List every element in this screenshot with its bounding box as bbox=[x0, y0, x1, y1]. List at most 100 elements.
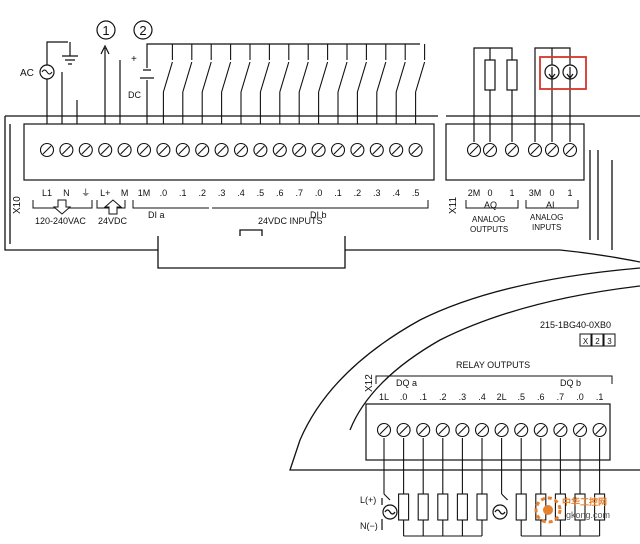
x11-terminal-label: 3M bbox=[529, 188, 542, 198]
relay-load bbox=[456, 438, 468, 536]
ac-label: AC bbox=[20, 68, 34, 79]
x10-terminal-label: .7 bbox=[295, 188, 303, 198]
x12-terminal-label: .6 bbox=[537, 392, 545, 402]
x10-terminal bbox=[330, 142, 346, 158]
slot-box bbox=[603, 333, 616, 347]
x12-terminal bbox=[553, 422, 568, 438]
x10-group-dib: DI b bbox=[310, 210, 327, 220]
analog-input-sources bbox=[534, 47, 578, 142]
x10-terminal-label: .2 bbox=[354, 188, 362, 198]
x12-group-dqb: DQ b bbox=[560, 378, 581, 388]
slot-box-label: 3 bbox=[607, 337, 612, 346]
x12-terminal bbox=[416, 422, 431, 438]
x12-terminal-block bbox=[365, 403, 611, 461]
x11-terminal-label: 0 bbox=[487, 188, 492, 198]
x12-group-dqa: DQ a bbox=[396, 378, 417, 388]
ac-source-symbol: AC bbox=[20, 64, 55, 80]
x12-terminal bbox=[474, 422, 490, 438]
plc-body-outline bbox=[4, 115, 640, 471]
x11-terminal bbox=[527, 142, 543, 158]
x11-group-brackets bbox=[465, 200, 579, 209]
x10-terminal-label: .4 bbox=[392, 188, 400, 198]
x12-terminal-label: .3 bbox=[459, 392, 467, 402]
x11-terminal bbox=[544, 142, 560, 158]
x12-terminal-label: .1 bbox=[419, 392, 427, 402]
x10-terminal-label: .4 bbox=[237, 188, 245, 198]
x12-terminal-label: .0 bbox=[576, 392, 584, 402]
x12-terminal bbox=[376, 422, 392, 438]
x11-ai-caption-2: INPUTS bbox=[532, 223, 561, 232]
x11-aq-caption-2: OUTPUTS bbox=[470, 225, 508, 234]
x10-terminal bbox=[98, 142, 113, 158]
svg-text:2: 2 bbox=[139, 23, 146, 38]
x12-terminal bbox=[592, 422, 607, 438]
watermark: 中华工控网 gkong.com bbox=[534, 496, 610, 524]
x11-connector-label: X11 bbox=[448, 197, 459, 214]
watermark-line2: gkong.com bbox=[566, 510, 610, 520]
x11-terminal-label: 1 bbox=[509, 188, 514, 198]
x10-terminal-label: ⏚ bbox=[81, 188, 90, 198]
relay-output-loads bbox=[383, 438, 606, 537]
x10-terminal bbox=[195, 142, 210, 158]
relay-load bbox=[574, 438, 586, 536]
watermark-line1: 中华工控网 bbox=[562, 496, 607, 507]
x10-terminal bbox=[408, 142, 423, 158]
x10-terminal-label: .3 bbox=[373, 188, 381, 198]
x12-terminal bbox=[435, 422, 450, 438]
x10-terminal-label: .0 bbox=[315, 188, 323, 198]
x10-group-ac: 120-240VAC bbox=[35, 216, 86, 226]
x11-terminal bbox=[562, 142, 578, 158]
x12-terminal-label: .7 bbox=[557, 392, 565, 402]
slot-box bbox=[591, 333, 604, 347]
x11-terminal-block bbox=[445, 123, 585, 181]
part-number: 215-1BG40-0XB0 bbox=[540, 320, 611, 330]
x12-terminal-label: .5 bbox=[517, 392, 525, 402]
slot-box-label: X bbox=[583, 337, 589, 346]
x10-terminal-label: .1 bbox=[179, 188, 187, 198]
x12-terminal-label: .0 bbox=[400, 392, 408, 402]
relay-l-plus: L(+) bbox=[360, 495, 376, 505]
x12-terminal bbox=[514, 422, 529, 438]
x10-terminal-label: N bbox=[63, 188, 70, 198]
dc-plus: + bbox=[131, 54, 137, 65]
callout-2: 2 bbox=[133, 20, 153, 40]
svg-text:1: 1 bbox=[102, 23, 109, 38]
x10-connector-label: X10 bbox=[12, 196, 23, 214]
relay-load bbox=[476, 438, 488, 536]
slot-box bbox=[579, 333, 592, 347]
x10-terminal bbox=[253, 142, 268, 158]
x12-terminal bbox=[533, 422, 548, 438]
relay-n-minus: N(−) bbox=[360, 521, 378, 531]
x12-connector-label: X12 bbox=[364, 374, 375, 392]
x12-terminal bbox=[494, 422, 509, 438]
x11-ai-caption-1: ANALOG bbox=[530, 213, 563, 222]
slot-box-label: 2 bbox=[595, 337, 600, 346]
x10-terminal-label: .3 bbox=[218, 188, 226, 198]
x11-terminal-label: 2M bbox=[468, 188, 481, 198]
x10-terminal-label: .2 bbox=[198, 188, 206, 198]
x11-terminal bbox=[466, 142, 482, 158]
x10-terminal bbox=[389, 142, 404, 158]
x10-terminal bbox=[175, 142, 190, 158]
relay-load bbox=[417, 438, 429, 536]
callout-1: 1 bbox=[96, 20, 116, 40]
x10-terminal-label: .0 bbox=[160, 188, 168, 198]
x10-terminal-label: 1M bbox=[138, 188, 151, 198]
x10-terminal-label: .5 bbox=[412, 188, 420, 198]
relay-load bbox=[383, 438, 391, 501]
relay-load bbox=[594, 438, 606, 536]
x10-terminal bbox=[78, 142, 93, 158]
x10-terminal-label: .5 bbox=[257, 188, 265, 198]
x10-inputs-caption: 24VDC INPUTS bbox=[258, 216, 323, 226]
dc-label: DC bbox=[128, 90, 141, 100]
x10-terminal-label: L+ bbox=[100, 188, 110, 198]
x12-group-brackets bbox=[375, 375, 613, 384]
x10-group-24vdc: 24VDC bbox=[98, 216, 128, 226]
relay-outputs-caption: RELAY OUTPUTS bbox=[456, 360, 530, 370]
relay-load bbox=[437, 438, 449, 536]
x10-terminal-label: L1 bbox=[42, 188, 52, 198]
